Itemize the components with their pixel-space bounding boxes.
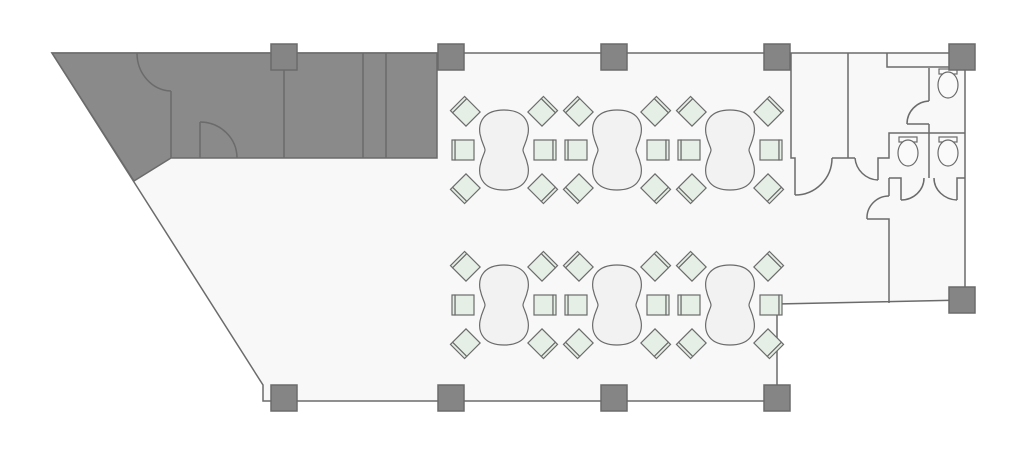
table: [592, 264, 642, 346]
chair: [759, 139, 783, 161]
chair: [675, 95, 707, 127]
service-core: [50, 52, 438, 183]
column: [600, 384, 628, 412]
column: [763, 384, 791, 412]
column: [600, 43, 628, 71]
table: [592, 109, 642, 191]
column: [948, 43, 976, 71]
chair: [451, 139, 475, 161]
chair: [533, 139, 557, 161]
chair: [562, 250, 594, 282]
columns: [270, 43, 976, 412]
chair: [533, 294, 557, 316]
toilets: [897, 68, 959, 167]
chair: [562, 95, 594, 127]
chair: [527, 250, 559, 282]
chair: [646, 294, 670, 316]
chair: [753, 173, 785, 205]
table: [705, 109, 755, 191]
table-group: [562, 250, 672, 360]
chair: [562, 328, 594, 360]
column: [948, 286, 976, 314]
table-group: [449, 250, 559, 360]
chair: [564, 139, 588, 161]
column: [270, 43, 298, 71]
chair: [451, 294, 475, 316]
table-groups: [449, 95, 785, 360]
toilet-icon: [897, 136, 919, 167]
column: [437, 43, 465, 71]
table-group: [675, 95, 785, 205]
column: [270, 384, 298, 412]
table-group: [675, 250, 785, 360]
column: [763, 43, 791, 71]
chair: [640, 173, 672, 205]
core-walls: [136, 52, 387, 159]
table: [479, 264, 529, 346]
restroom-walls: [790, 53, 965, 303]
toilet-icon: [937, 136, 959, 167]
chair: [527, 95, 559, 127]
chair: [640, 95, 672, 127]
chair: [562, 173, 594, 205]
chair: [449, 173, 481, 205]
chair: [675, 250, 707, 282]
chair: [677, 139, 701, 161]
table-group: [449, 95, 559, 205]
chair: [564, 294, 588, 316]
chair: [759, 294, 783, 316]
chair: [449, 250, 481, 282]
column: [437, 384, 465, 412]
chair: [675, 173, 707, 205]
chair: [753, 250, 785, 282]
chair: [646, 139, 670, 161]
table: [705, 264, 755, 346]
chair: [753, 328, 785, 360]
table-group: [562, 95, 672, 205]
chair: [677, 294, 701, 316]
chair: [640, 328, 672, 360]
table: [479, 109, 529, 191]
chair: [675, 328, 707, 360]
toilet-icon: [937, 68, 959, 99]
chair: [449, 328, 481, 360]
chair: [449, 95, 481, 127]
chair: [753, 95, 785, 127]
chair: [640, 250, 672, 282]
chair: [527, 328, 559, 360]
chair: [527, 173, 559, 205]
